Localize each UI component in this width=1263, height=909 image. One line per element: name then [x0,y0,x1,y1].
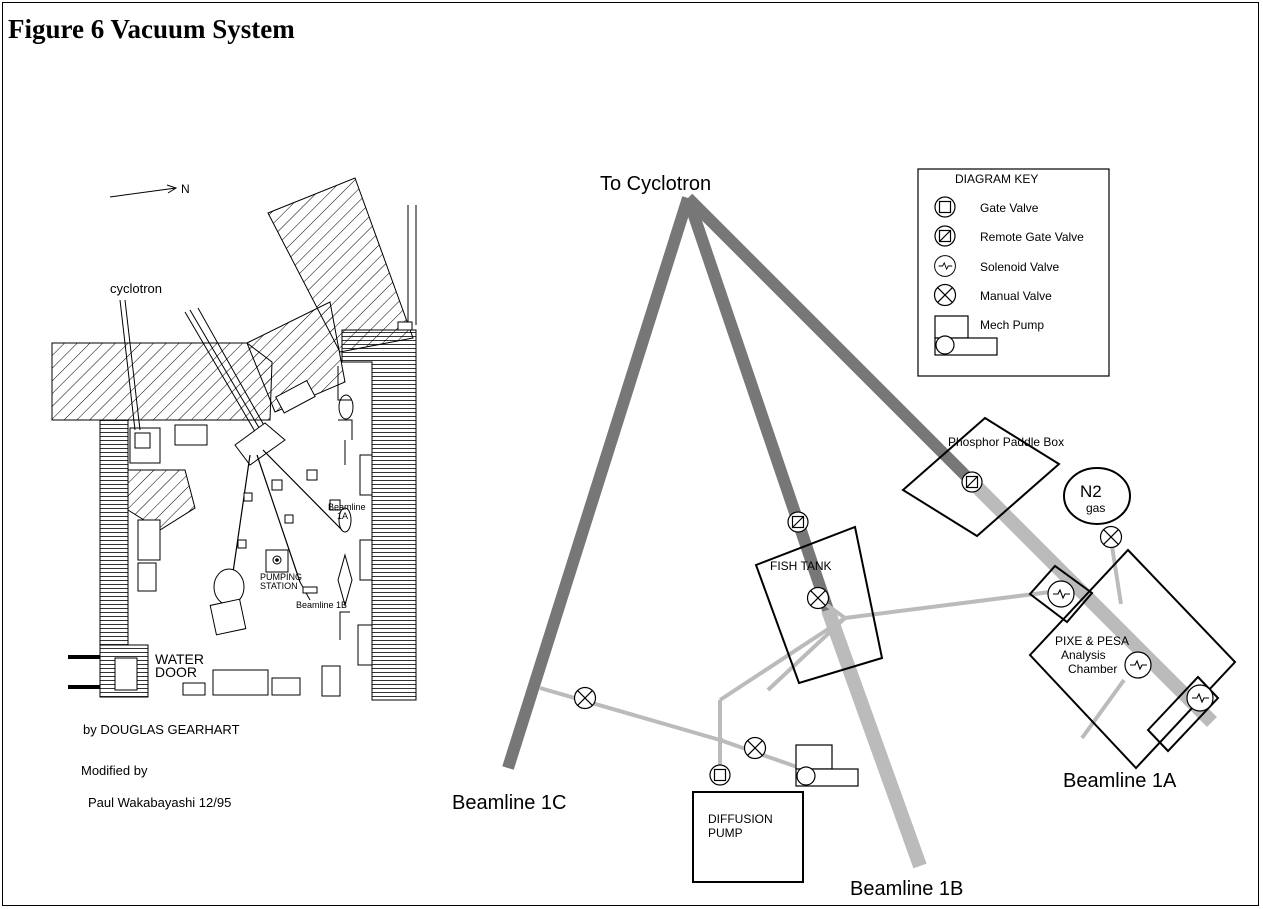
diagram-key: DIAGRAM KEY Gate Valve Remote Gate Valve… [917,168,1110,377]
fp-water-door-line2: DOOR [155,664,197,680]
fish-tank-box [754,525,884,685]
phosphor-paddle-box [901,416,1061,538]
gate-valve-diffusion [709,764,731,786]
diffusion-pump-box [692,791,804,883]
vacuum-schematic: To Cyclotron Beamline 1C Beamline 1B Bea… [452,173,1237,900]
key-label: Solenoid Valve [980,260,1059,274]
key-label: Manual Valve [980,289,1052,303]
mech-pump-icon [934,315,998,356]
manual-valve-1c [573,686,597,710]
beamline-1a-pipe-lower [965,475,1217,727]
beamline-1a-pipe-upper [683,193,975,485]
pixe-label-line1: PIXE & PESA [1055,634,1129,648]
pixe-label-line3: Chamber [1068,662,1117,676]
fp-pumping-station-line2: STATION [260,581,298,591]
key-item-mech-pump: Mech Pump [934,315,1044,356]
remote-gate-valve-1a [961,471,983,493]
key-item-solenoid-valve: Solenoid Valve [934,255,1059,277]
solenoid-valve-1 [1047,580,1075,608]
fp-beamline-1a-label-line1: Beamline [328,502,366,512]
n2-label: N2 [1080,482,1102,501]
solenoid-valve-2 [1124,651,1152,679]
mech-pump-diffusion [795,744,859,787]
gas-label: gas [1086,501,1105,515]
fp-beamline-1b-label: Beamline 1B [296,600,347,610]
diffusion-pump-label-line2: PUMP [708,826,743,840]
key-item-manual-valve: Manual Valve [933,283,1052,307]
key-label: Gate Valve [980,201,1039,215]
key-item-gate-valve: Gate Valve [934,196,1039,218]
key-title: DIAGRAM KEY [955,172,1038,186]
manual-valve-n2 [1099,525,1123,549]
beamline-1b-pipe-upper [682,196,834,612]
pixe-label-line2: Analysis [1061,648,1106,662]
solenoid-valve-icon [934,255,956,277]
phosphor-paddle-box-label: Phosphor Paddle Box [948,435,1064,449]
north-label: N [181,182,190,196]
cyclotron-label: cyclotron [110,281,162,296]
pixe-pesa-chamber [1028,548,1237,770]
gate-valve-icon [934,196,956,218]
to-cyclotron-label: To Cyclotron [600,173,711,195]
key-item-remote-gate-valve: Remote Gate Valve [934,225,1084,247]
manual-valve-diffusion [743,736,767,760]
remote-gate-valve-icon [934,225,956,247]
key-label: Mech Pump [980,318,1044,332]
floor-plan: N cyclotron [51,177,417,701]
manual-valve-fish-tank [806,586,830,610]
fish-tank-label: FISH TANK [770,559,832,573]
beamline-1b-pipe-lower [821,607,927,869]
beamline-1a-label: Beamline 1A [1063,770,1177,792]
credit-modified: Modified by [81,763,148,778]
credit-modifier: Paul Wakabayashi 12/95 [88,795,231,810]
beamline-1c-pipe [502,196,694,770]
credit-author: by DOUGLAS GEARHART [83,722,240,737]
fp-water-door-line1: WATER [155,651,204,667]
key-label: Remote Gate Valve [980,230,1084,244]
beamline-1c-label: Beamline 1C [452,792,567,814]
beamline-1b-label: Beamline 1B [850,878,963,900]
solenoid-valve-3 [1186,684,1214,712]
figure-title: Figure 6 Vacuum System [8,14,295,44]
n2-gas-tank [1063,467,1131,525]
manual-valve-icon [933,283,957,307]
north-arrow: N [109,182,190,198]
fp-pumping-station-line1: PUMPING [260,572,302,582]
fp-beamline-1a-label-line2: 1A [337,511,348,521]
diffusion-pump-label-line1: DIFFUSION [708,812,773,826]
remote-gate-valve-1b [787,511,809,533]
